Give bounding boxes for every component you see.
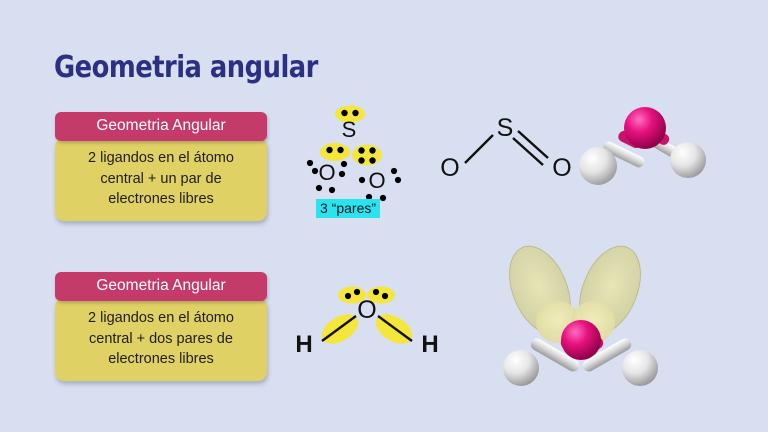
oxygen-atom-sphere	[624, 107, 666, 149]
hydrogen-atom-sphere-right	[622, 350, 658, 386]
sulfur-left-bond-highlight	[320, 143, 350, 161]
so2-line-structure-diagram: O S O	[432, 108, 580, 198]
oxygen-left-atom-label: O	[318, 160, 335, 185]
oxygen-atom-label: O	[357, 296, 376, 324]
hydrogen-right-atom-label: H	[421, 331, 438, 358]
card-header-label: Geometria Angular	[55, 272, 267, 301]
info-card-angular-one-lone-pair: Geometria Angular 2 ligandos en el átomo…	[55, 112, 267, 221]
water-lewis-structure-diagram: O H H	[292, 283, 442, 363]
pairs-count-caption: 3 “pares”	[316, 199, 381, 218]
hydrogen-atom-sphere-left	[579, 147, 617, 185]
oh-bond-line-left	[321, 315, 357, 342]
water-ball-and-stick-model	[578, 98, 713, 193]
sulfur-atom-label: S	[497, 114, 514, 142]
single-bond-line	[464, 134, 494, 164]
double-bond-line-upper	[517, 130, 549, 159]
sulfur-lone-pair-highlight	[335, 105, 365, 123]
hydrogen-atom-sphere-left	[503, 350, 539, 386]
sulfur-right-bond-highlight	[352, 144, 382, 166]
oh-bond-line-right	[377, 315, 413, 342]
water-orbital-model	[488, 245, 678, 386]
card-body-text: 2 ligandos en el átomo central + dos par…	[55, 298, 267, 381]
so2-lewis-structure-diagram: S O O	[305, 100, 420, 225]
oxygen-right-atom-label: O	[368, 168, 385, 193]
hydrogen-left-atom-label: H	[295, 331, 312, 358]
bond-sticks	[530, 338, 632, 372]
card-body-text: 2 ligandos en el átomo central + un par …	[55, 138, 267, 221]
card-header-label: Geometria Angular	[55, 112, 267, 141]
hydrogen-atom-sphere-right	[670, 142, 706, 178]
sulfur-atom-label: S	[342, 117, 357, 142]
oxygen-atom-sphere	[561, 320, 601, 360]
page-title: Geometria angular	[54, 50, 318, 85]
info-card-angular-two-lone-pairs: Geometria Angular 2 ligandos en el átomo…	[55, 272, 267, 381]
double-bond-line-lower	[512, 137, 544, 166]
oxygen-right-atom-label: O	[552, 154, 571, 182]
oxygen-left-atom-label: O	[440, 154, 459, 182]
